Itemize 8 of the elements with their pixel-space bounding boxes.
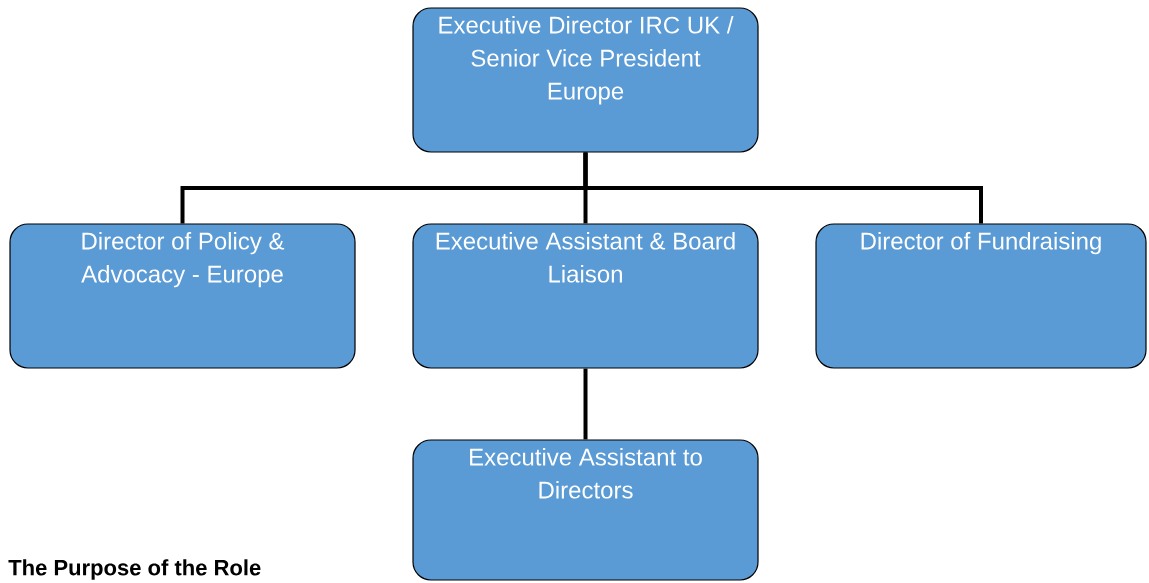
org-box: Director of Fundraising [815, 223, 1147, 369]
org-box: Director of Policy & Advocacy - Europe [9, 223, 356, 369]
connector-line [583, 368, 588, 440]
org-box: Executive Assistant to Directors [412, 439, 759, 581]
section-heading: The Purpose of the Role [8, 559, 261, 580]
org-box: Executive Director IRC UK / Senior Vice President Europe [412, 7, 759, 153]
connector-line [583, 152, 983, 224]
org-box: Executive Assistant & Board Liaison [412, 223, 759, 369]
